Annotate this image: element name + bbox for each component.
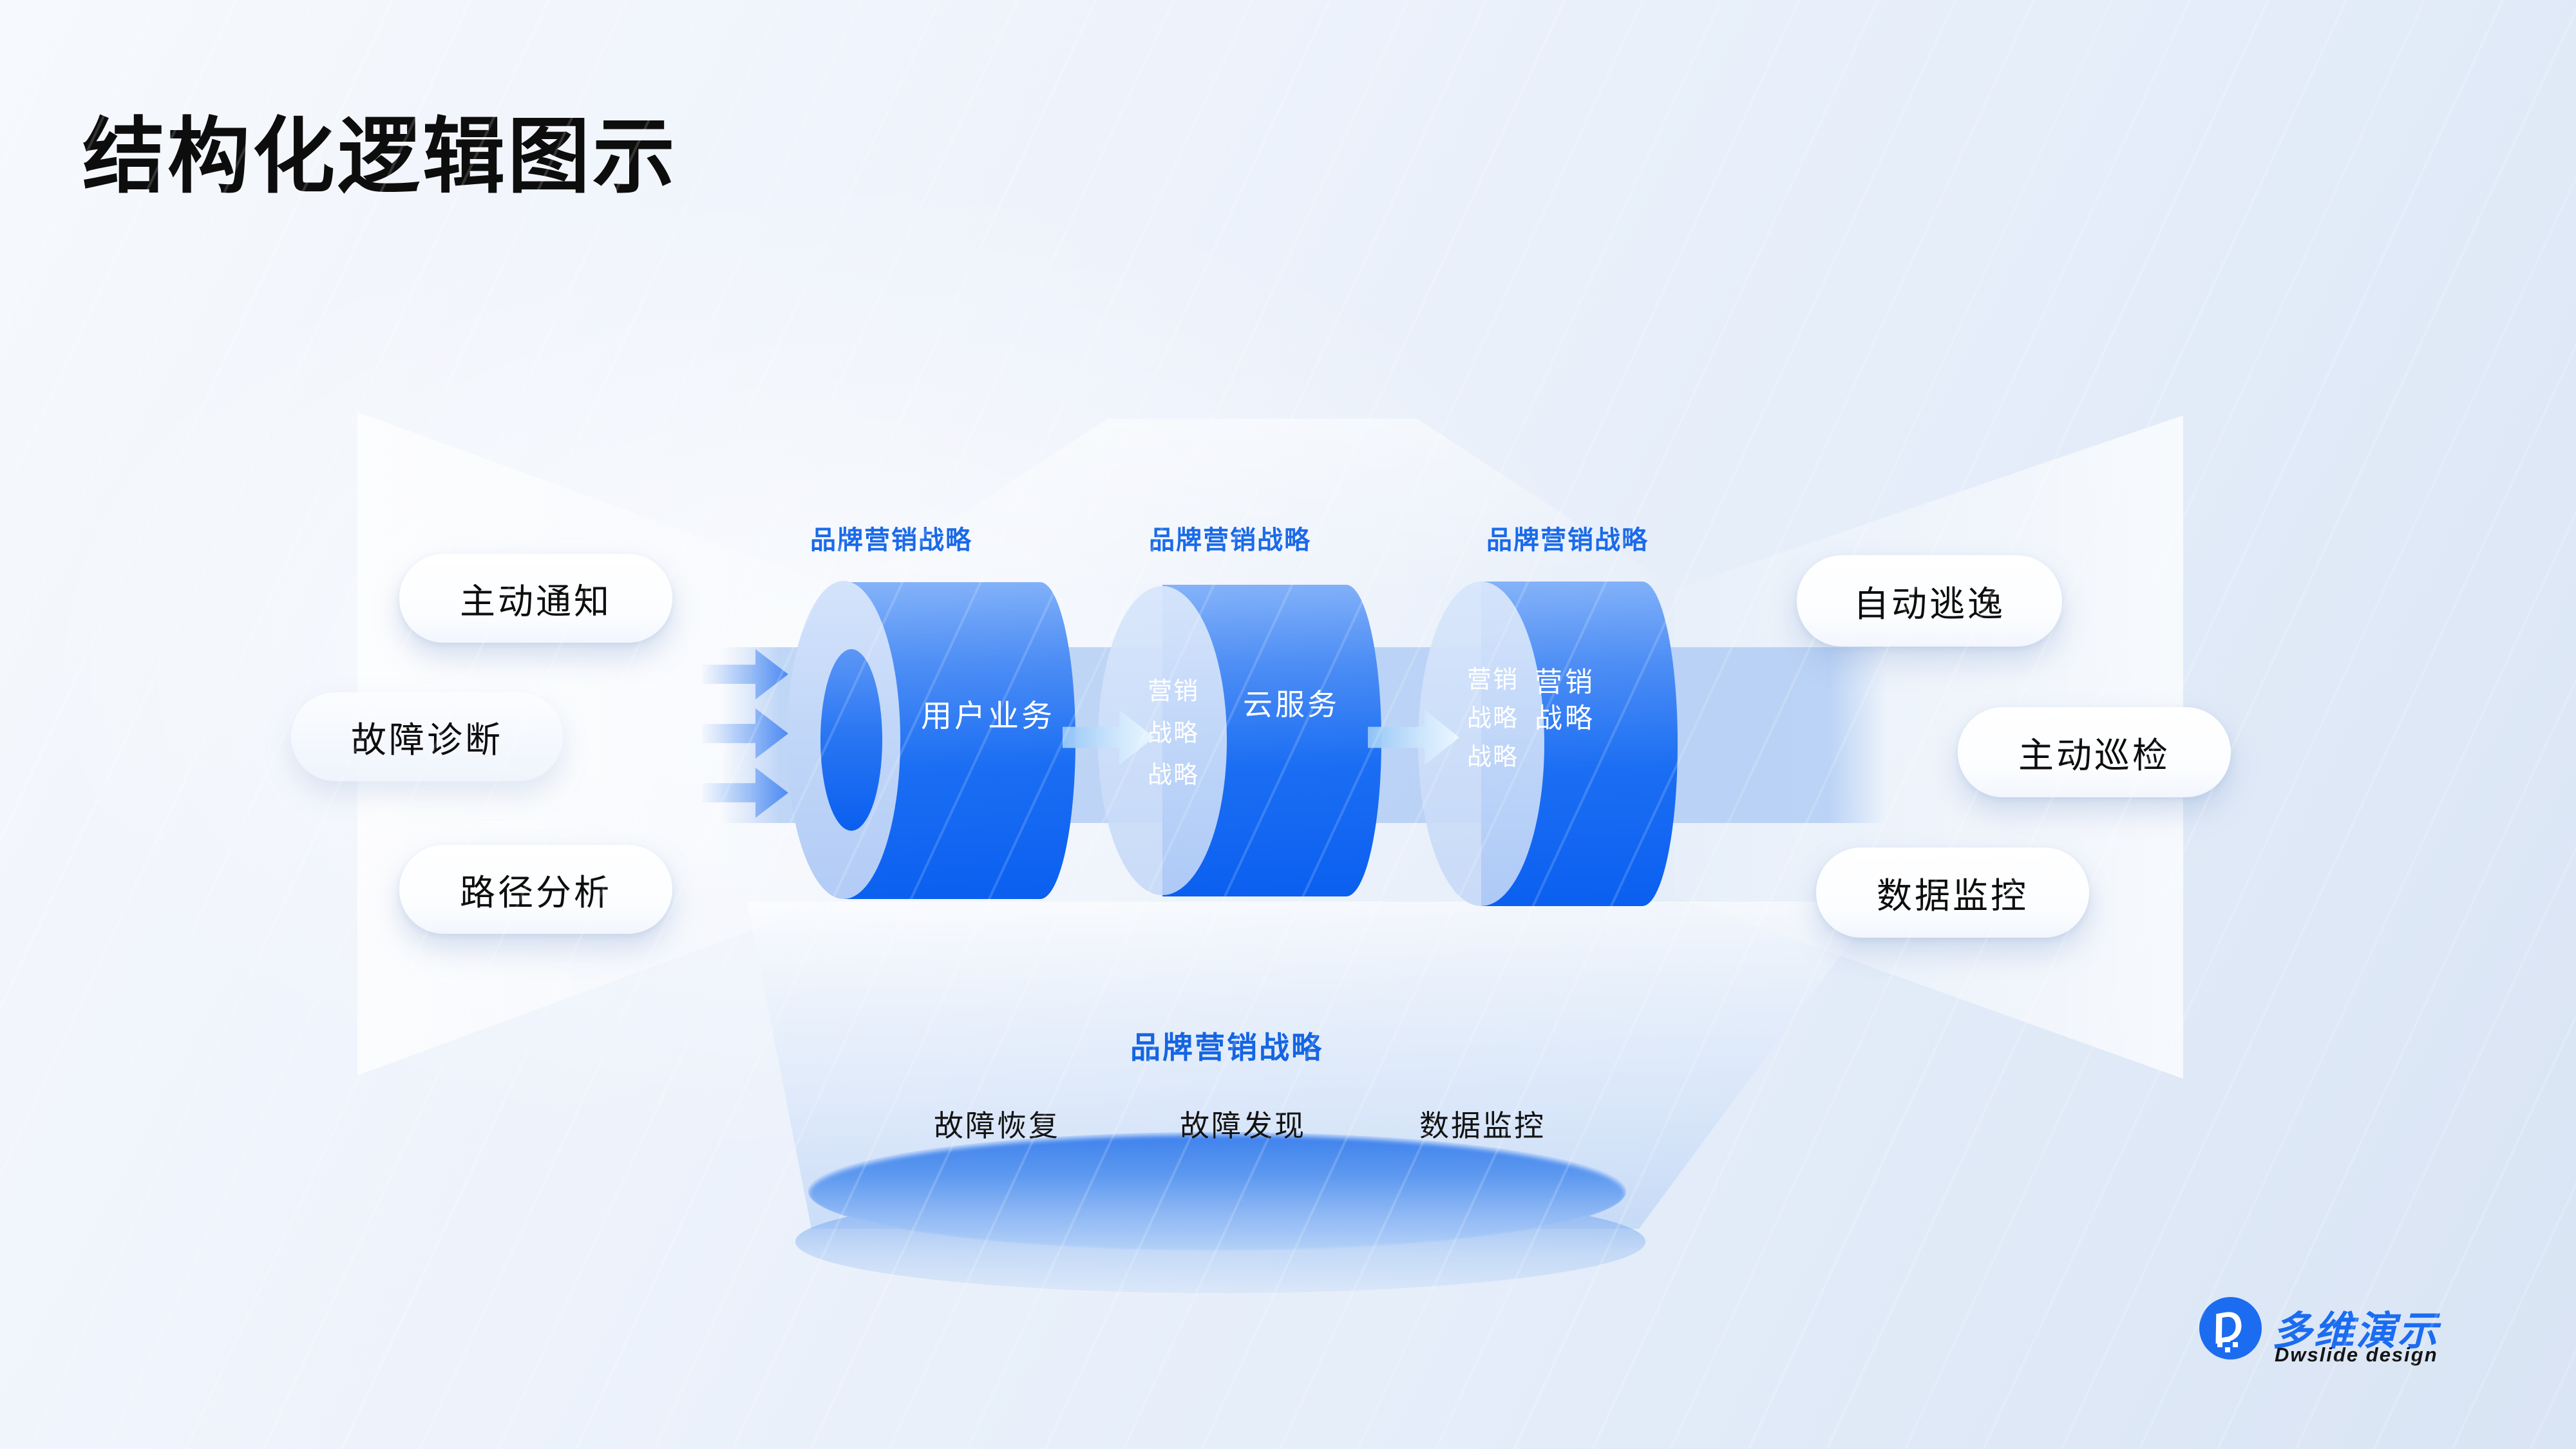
face-line: 战略: [1466, 744, 1519, 771]
left-pill-fault-diagnosis: 故障诊断: [291, 692, 563, 781]
right-pill-active-inspection: 主动巡检: [1958, 707, 2231, 797]
face-line: 战略: [1466, 705, 1519, 732]
pill-label: 故障诊断: [350, 720, 503, 760]
left-pill-active-notification: 主动通知: [399, 554, 672, 643]
brand-tagline: Dwslide design: [2275, 1343, 2438, 1366]
logo-pixel-dot: [2225, 1337, 2230, 1342]
cylinder-1-hole: [820, 649, 882, 831]
pill-label: 主动巡检: [2018, 735, 2170, 775]
pill-label: 自动逃逸: [1853, 584, 2005, 624]
page-title: 结构化逻辑图示: [82, 111, 678, 203]
face-line: 战略: [1147, 762, 1199, 789]
face-line: 营销: [1147, 678, 1199, 705]
bottom-item-2: 故障发现: [1180, 1109, 1306, 1142]
brand-name: 多维演示: [2272, 1309, 2440, 1354]
right-pill-auto-escape: 自动逃逸: [1797, 555, 2062, 647]
left-pill-path-analysis: 路径分析: [399, 845, 672, 934]
cylinder-2-face-text: 营销 战略 战略: [1109, 671, 1238, 797]
pill-label: 数据监控: [1876, 876, 2029, 916]
cylinder-3-face-text: 营销 战略 战略: [1428, 661, 1557, 777]
funnel-upper-disc: [808, 1132, 1626, 1251]
face-line: 营销: [1466, 667, 1519, 694]
pill-label: 主动通知: [459, 582, 612, 621]
cylinder-1-label: 品牌营销战略: [810, 526, 972, 554]
pill-label: 路径分析: [459, 873, 612, 913]
logo-pixel-dot: [2217, 1342, 2222, 1347]
cylinder-3-body-text: 营销 战略: [1481, 665, 1649, 737]
bottom-item-1: 故障恢复: [934, 1109, 1060, 1142]
cylinder-2-label: 品牌营销战略: [1149, 526, 1311, 554]
logo-pixel-dot: [2233, 1342, 2238, 1347]
brand-logo-icon: D: [2199, 1297, 2262, 1359]
logo-pixel-dot: [2225, 1347, 2230, 1352]
bottom-item-3: 数据监控: [1419, 1109, 1546, 1142]
right-pill-data-monitoring: 数据监控: [1816, 848, 2089, 938]
bottom-section-label: 品牌营销战略: [1130, 1030, 1323, 1065]
cylinder-1-body-text: 用户业务: [920, 699, 1055, 734]
logo-letter: D: [2208, 1300, 2247, 1353]
body-line: 战略: [1535, 703, 1595, 734]
cylinder-3-label: 品牌营销战略: [1486, 526, 1649, 554]
cylinder-2-body-text: 云服务: [1243, 688, 1340, 721]
face-line: 战略: [1147, 720, 1199, 747]
body-line: 营销: [1535, 667, 1595, 698]
